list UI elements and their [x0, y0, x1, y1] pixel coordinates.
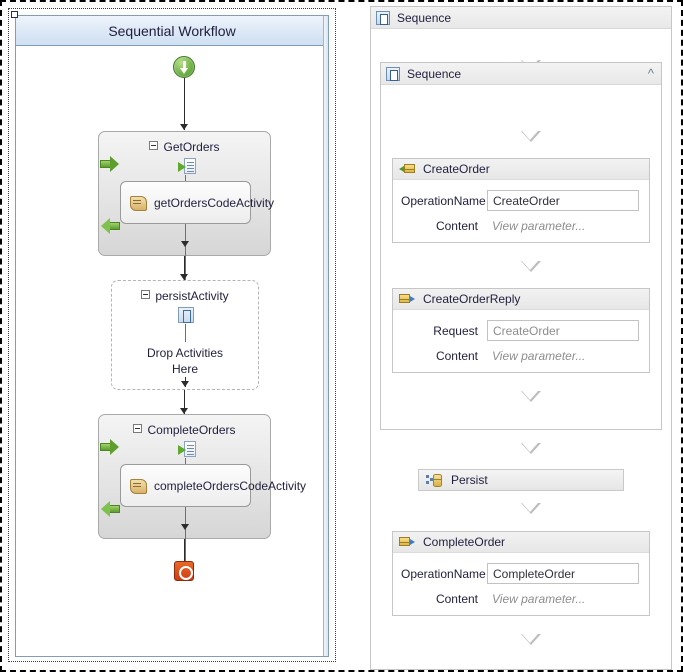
- vertical-scrollbar[interactable]: [323, 16, 328, 656]
- activity-getorders-title: GetOrders: [99, 140, 270, 154]
- persist-activity-icon: [178, 307, 194, 323]
- green-arrow-left-icon: [100, 501, 120, 517]
- operationname-input[interactable]: CreateOrder: [487, 190, 639, 211]
- page-title: Sequential Workflow: [16, 16, 328, 46]
- inner-sequence-header[interactable]: Sequence ^: [381, 63, 661, 85]
- property-row-content: Content View parameter...: [393, 343, 649, 368]
- sequence-icon: [376, 10, 390, 25]
- collapse-chevron-up-icon[interactable]: ^: [647, 65, 654, 81]
- property-row-request: Request CreateOrder: [393, 318, 649, 343]
- view-parameter-link[interactable]: View parameter...: [492, 591, 586, 606]
- connector-arrowhead: [180, 124, 188, 130]
- connector-line: [184, 256, 185, 280]
- activity-completeorder-header[interactable]: CompleteOrder: [393, 532, 649, 553]
- property-row-operationname: OperationName CompleteOrder: [393, 561, 649, 586]
- property-row-content: Content View parameter...: [393, 213, 649, 238]
- activity-label: completeOrdersCodeActivity: [154, 478, 307, 493]
- connector-line: [184, 539, 185, 561]
- legacy-workflow-designer-pane[interactable]: Sequential Workflow GetOrders: [8, 8, 336, 662]
- collapse-minus-icon[interactable]: [141, 290, 151, 299]
- activity-createorderreply-title: CreateOrderReply: [423, 292, 521, 306]
- receive-message-icon: [399, 163, 415, 175]
- inner-sequence-activity[interactable]: Sequence ^: [380, 62, 662, 430]
- code-activity-icon: [129, 194, 147, 212]
- green-arrow-left-icon: [100, 218, 120, 234]
- activity-label: getOrdersCodeActivity: [154, 195, 275, 210]
- request-input[interactable]: CreateOrder: [487, 320, 639, 341]
- connector-line: [184, 390, 185, 414]
- activity-createorder-title: CreateOrder: [423, 162, 490, 176]
- code-activity-icon: [129, 477, 147, 495]
- activity-completeorders-title: CompleteOrders: [99, 423, 270, 437]
- collapse-minus-icon[interactable]: [149, 141, 159, 150]
- chevron-down-drop-target[interactable]: [521, 443, 541, 454]
- inner-sequence-title: Sequence: [407, 66, 462, 81]
- stop-icon[interactable]: [174, 561, 194, 581]
- connector-arrowhead: [180, 408, 188, 414]
- activity-getorderscodeactivity[interactable]: getOrdersCodeActivity: [120, 181, 274, 224]
- green-arrow-right-icon: [100, 439, 120, 455]
- chevron-down-drop-target[interactable]: [521, 634, 541, 645]
- connector-arrowhead: [180, 274, 188, 280]
- operationname-input[interactable]: CompleteOrder: [487, 563, 639, 584]
- property-label: OperationName: [401, 566, 486, 581]
- activity-persist-title: Persist: [451, 473, 488, 487]
- activity-createorderreply-header[interactable]: CreateOrderReply: [393, 289, 649, 310]
- chevron-down-drop-target[interactable]: [521, 503, 541, 514]
- send-reply-message-icon: [399, 536, 415, 548]
- inner-connector: [185, 175, 186, 280]
- activity-getorders[interactable]: GetOrders getOrdersCodeActivity: [98, 131, 274, 280]
- wf4-designer-pane[interactable]: Sequence Sequence ^ CreateOrder Operatio…: [370, 6, 678, 670]
- activity-persistactivity-title: persistActivity: [112, 289, 258, 303]
- collapse-minus-icon[interactable]: [133, 424, 143, 433]
- property-row-operationname: OperationName CreateOrder: [393, 188, 649, 213]
- activity-completeorder-title: CompleteOrder: [423, 535, 506, 549]
- activity-createorderreply[interactable]: CreateOrderReply Request CreateOrder Con…: [392, 288, 650, 373]
- inner-connector: [185, 458, 186, 563]
- activity-persist[interactable]: Persist: [418, 469, 624, 491]
- receive-activity-icon: [178, 441, 196, 458]
- workflow-canvas[interactable]: GetOrders getOrdersCodeActivity: [16, 46, 328, 655]
- chevron-down-drop-target[interactable]: [521, 261, 541, 272]
- property-label: Content: [435, 348, 478, 363]
- inner-arrowhead: [181, 241, 189, 247]
- view-parameter-link[interactable]: View parameter...: [492, 348, 586, 363]
- start-icon[interactable]: [173, 56, 195, 78]
- chevron-down-drop-target[interactable]: [521, 131, 541, 142]
- inner-arrowhead: [181, 524, 189, 530]
- send-reply-message-icon: [399, 293, 415, 305]
- outer-sequence-title: Sequence: [397, 10, 452, 25]
- inner-connector: [185, 324, 186, 342]
- activity-completeorders[interactable]: CompleteOrders completeOrdersCodeActivit…: [98, 414, 306, 563]
- green-arrow-right-icon: [100, 156, 120, 172]
- view-parameter-link[interactable]: View parameter...: [492, 218, 586, 233]
- persist-database-icon: [426, 473, 443, 488]
- activity-createorder-header[interactable]: CreateOrder: [393, 159, 649, 180]
- receive-activity-icon: [178, 158, 196, 175]
- property-label: Request: [433, 323, 478, 338]
- chevron-down-drop-target[interactable]: [521, 391, 541, 402]
- workflow-surface[interactable]: Sequential Workflow GetOrders: [15, 15, 329, 657]
- property-label: OperationName: [401, 193, 486, 208]
- property-row-content: Content View parameter...: [393, 586, 649, 611]
- property-label: Content: [435, 591, 478, 606]
- selection-handle[interactable]: [11, 11, 18, 18]
- activity-completeorder[interactable]: CompleteOrder OperationName CompleteOrde…: [392, 531, 650, 616]
- activity-createorder[interactable]: CreateOrder OperationName CreateOrder Co…: [392, 158, 650, 243]
- connector-line: [184, 78, 185, 130]
- property-label: Content: [435, 218, 478, 233]
- inner-arrowhead: [181, 381, 189, 387]
- outer-sequence-header[interactable]: Sequence: [371, 7, 671, 29]
- activity-completeorderscodeactivity[interactable]: completeOrdersCodeActivity: [120, 464, 306, 507]
- sequence-icon: [386, 66, 400, 81]
